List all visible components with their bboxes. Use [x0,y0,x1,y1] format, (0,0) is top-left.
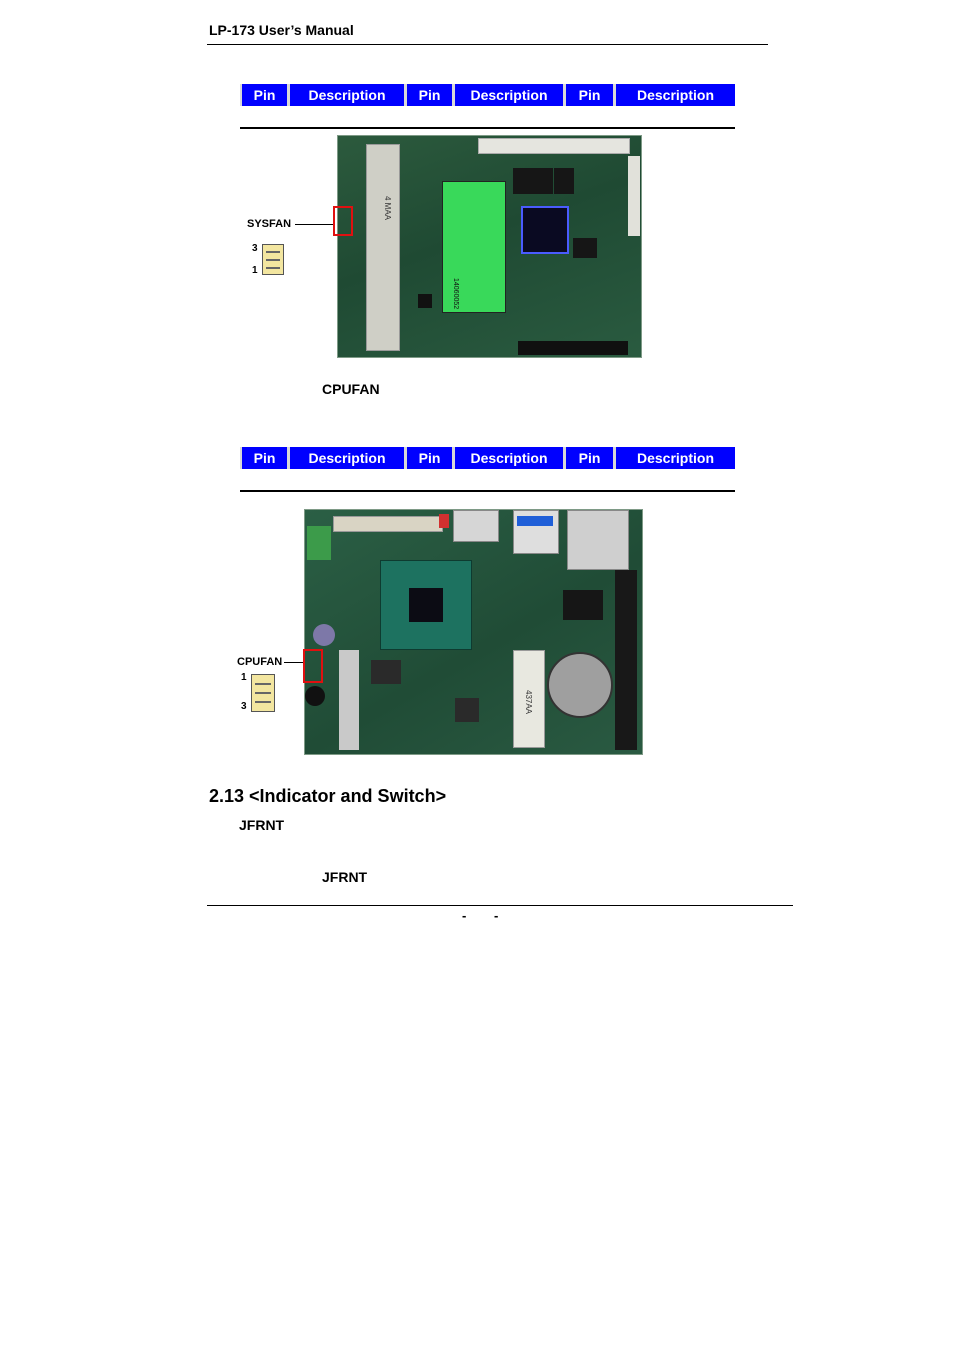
hdmi-port [453,510,499,542]
callout-line [295,224,335,225]
ic-chip [418,294,432,308]
connector-top [478,138,630,154]
column-header: Pin [404,84,452,106]
power-terminal [307,526,331,560]
pin-headers [615,570,637,750]
silkscreen-text: 14060052 [452,278,459,310]
ic-chip [563,590,603,620]
column-header: Description [287,84,404,106]
jumper [439,514,449,528]
callout-line [284,662,304,663]
pin-label: 1 [241,672,247,683]
pin-table-header-2: Pin Description Pin Description Pin Desc… [240,447,735,469]
pin-label: 1 [252,265,258,276]
page-number: - - [462,908,511,923]
fan-connector-icon [251,674,275,712]
bottom-connectors [518,341,628,355]
column-header: Description [287,447,404,469]
column-header: Pin [240,447,287,469]
figure-caption: CPUFAN [322,381,380,397]
cpu-chip [521,206,569,254]
silkscreen-text: 437AA [524,690,533,715]
buzzer [305,686,325,706]
section-subheading: JFRNT [239,817,285,833]
board-photo-sysfan: 4 MAA 14060052 [337,135,642,358]
lan-port [567,510,629,570]
ic-chip [513,168,553,194]
silkscreen-text: 4 MAA [383,196,392,221]
column-header: Pin [563,84,613,106]
column-header: Pin [404,447,452,469]
board-photo-cpufan: 437AA [304,509,643,755]
header-connector [333,516,443,532]
sysfan-highlight [333,206,353,236]
sata-connector [339,650,359,750]
sysfan-callout-label: SYSFAN [247,218,292,230]
side-connector [628,156,640,236]
table-divider [240,127,735,129]
column-header: Description [613,447,735,469]
ic-chip [554,168,574,194]
pin-label: 3 [252,243,258,254]
footer-divider [207,905,793,906]
capacitor [313,624,335,646]
header-divider [207,44,768,45]
column-header: Pin [240,84,287,106]
mini-pcie-slot [513,650,545,748]
table-divider [240,490,735,492]
column-header: Description [613,84,735,106]
battery [547,652,613,718]
figure-caption: JFRNT [322,869,368,885]
usb3-insert [517,516,553,526]
cpufan-callout-label: CPUFAN [237,656,283,668]
inductor [455,698,479,722]
cpufan-highlight [303,649,323,683]
pin-label: 3 [241,701,247,712]
manual-title: LP-173 User’s Manual [209,22,354,38]
section-heading: 2.13 <Indicator and Switch> [209,786,447,806]
column-header: Pin [563,447,613,469]
sodimm-slot [366,144,400,351]
ssd-module [442,181,506,313]
column-header: Description [452,447,563,469]
inductor [371,660,401,684]
ic-chip [573,238,597,258]
cpu-die [409,588,443,622]
pin-table-header-1: Pin Description Pin Description Pin Desc… [240,84,735,106]
fan-connector-icon [262,244,284,275]
column-header: Description [452,84,563,106]
